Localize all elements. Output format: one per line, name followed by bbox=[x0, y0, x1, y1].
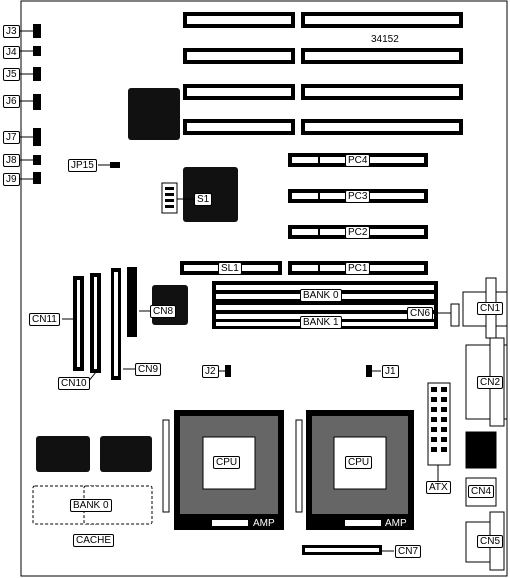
jumper-j2: J2 bbox=[202, 365, 219, 378]
switch-s1-label: S1 bbox=[194, 193, 213, 206]
header-j8: J8 bbox=[3, 154, 20, 167]
board-id: 34152 bbox=[371, 34, 399, 45]
connector-cn11: CN11 bbox=[29, 313, 60, 326]
connector-cn7: CN7 bbox=[395, 545, 422, 558]
cpu-2-latch: AMP bbox=[382, 517, 410, 530]
header-j6: J6 bbox=[3, 95, 20, 108]
cache-bank-0: BANK 0 bbox=[70, 499, 112, 512]
isa-slot-sl1: SL1 bbox=[218, 262, 242, 275]
connector-cn10: CN10 bbox=[58, 377, 90, 390]
cpu-sockets bbox=[162, 410, 414, 530]
cpu-1-label: CPU bbox=[213, 456, 241, 469]
pci-slot-pc4: PC4 bbox=[345, 154, 371, 167]
cache-label: CACHE bbox=[73, 534, 115, 547]
jumper-jp15: JP15 bbox=[68, 159, 97, 172]
connector-cn6: CN6 bbox=[407, 307, 434, 320]
jumper-j1: J1 bbox=[382, 365, 399, 378]
pci-slot-pc1: PC1 bbox=[345, 262, 371, 275]
connector-cn2: CN2 bbox=[477, 376, 504, 389]
header-j5: J5 bbox=[3, 68, 20, 81]
header-j9: J9 bbox=[3, 173, 20, 186]
memory-bank-0: BANK 0 bbox=[300, 289, 342, 302]
left-header-pins bbox=[33, 24, 41, 184]
j2-jumper bbox=[225, 365, 231, 377]
header-j3: J3 bbox=[3, 25, 20, 38]
connector-cn8: CN8 bbox=[150, 305, 177, 318]
jp15-jumper bbox=[110, 162, 120, 168]
atx-power-connector bbox=[427, 382, 451, 466]
j1-jumper bbox=[366, 365, 372, 377]
connector-cn4: CN4 bbox=[468, 485, 495, 498]
connector-cn9: CN9 bbox=[135, 363, 162, 376]
ide-headers bbox=[73, 267, 137, 380]
cpu-2-label: CPU bbox=[345, 456, 373, 469]
atx-power-label: ATX bbox=[426, 481, 451, 494]
board-outline bbox=[20, 0, 508, 577]
pci-slot-pc3: PC3 bbox=[345, 190, 371, 203]
cpu-1-latch: AMP bbox=[250, 517, 278, 530]
header-j7: J7 bbox=[3, 131, 20, 144]
cache-modules bbox=[32, 485, 153, 525]
connector-cn1: CN1 bbox=[477, 302, 504, 315]
rear-connectors bbox=[450, 277, 508, 571]
isa-slots bbox=[183, 12, 463, 135]
memory-bank-1: BANK 1 bbox=[300, 316, 342, 329]
pci-slot-pc2: PC2 bbox=[345, 226, 371, 239]
header-j4: J4 bbox=[3, 46, 20, 59]
connector-cn5: CN5 bbox=[477, 535, 504, 548]
